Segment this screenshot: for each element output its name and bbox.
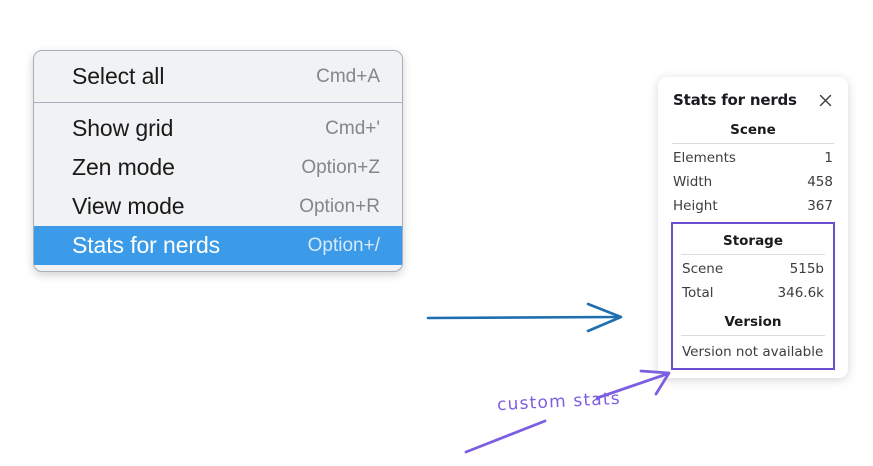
annotation-underline-stroke [464,419,547,454]
arrow-up-right-icon [595,369,671,400]
stats-section-version: Version Version not available [673,305,833,368]
stats-panel-title: Stats for nerds [673,91,797,109]
section-divider [681,335,825,336]
menu-item-view-mode[interactable]: View mode Option+R [34,187,402,226]
stats-for-nerds-panel: Stats for nerds Scene Elements 1 Width 4… [658,77,848,378]
arrow-right-icon [426,302,623,333]
section-title-version: Version [724,314,782,330]
stat-label: Elements [673,150,736,166]
close-icon[interactable] [817,92,834,109]
section-title-scene: Scene [730,122,776,138]
section-divider [681,254,825,255]
stats-section-storage: Storage Scene 515b Total 346.6k [673,224,833,305]
stats-section-scene: Scene Elements 1 Width 458 Height 367 [658,113,848,222]
menu-item-label: Show grid [72,115,174,141]
menu-item-label: Stats for nerds [72,232,221,258]
custom-stats-highlight-box: Storage Scene 515b Total 346.6k Version … [671,222,835,370]
menu-item-shortcut: Cmd+A [316,65,380,87]
menu-item-shortcut: Option+Z [301,156,380,178]
menu-item-zen-mode[interactable]: Zen mode Option+Z [34,148,402,187]
menu-item-label: View mode [72,193,185,219]
stat-value: 1 [824,150,833,166]
menu-item-show-grid[interactable]: Show grid Cmd+' [34,109,402,148]
menu-item-shortcut: Option+/ [307,234,380,256]
menu-item-label: Select all [72,63,165,89]
menu-item-label: Zen mode [72,154,175,180]
stat-row-height: Height 367 [658,194,848,218]
stat-value: 458 [807,174,833,190]
stat-row-storage-total: Total 346.6k [673,281,833,305]
menu-item-shortcut: Option+R [299,195,380,217]
menu-section-view: Show grid Cmd+' Zen mode Option+Z View m… [34,102,402,271]
stat-value: 367 [807,198,833,214]
section-divider [672,143,834,144]
menu-item-select-all[interactable]: Select all Cmd+A [34,57,402,96]
stat-row-storage-scene: Scene 515b [673,257,833,281]
stat-label: Scene [682,261,724,277]
section-title-storage: Storage [722,233,784,249]
stat-row-elements: Elements 1 [658,146,848,170]
custom-stats-annotation-label: custom stats [496,388,622,416]
stat-label: Width [673,174,713,190]
stats-panel-header: Stats for nerds [658,87,848,113]
menu-item-shortcut: Cmd+' [325,117,380,139]
stat-label: Total [682,285,714,301]
stat-label: Height [673,198,718,214]
stat-row-width: Width 458 [658,170,848,194]
stat-value: 346.6k [777,285,824,301]
version-not-available-text: Version not available [682,344,824,360]
menu-item-stats-for-nerds[interactable]: Stats for nerds Option+/ [34,226,402,265]
stat-value: 515b [789,261,824,277]
context-menu: Select all Cmd+A Show grid Cmd+' Zen mod… [33,50,403,272]
menu-section-primary: Select all Cmd+A [34,51,402,102]
stats-panel-body: Scene Elements 1 Width 458 Height 367 St… [658,113,848,370]
